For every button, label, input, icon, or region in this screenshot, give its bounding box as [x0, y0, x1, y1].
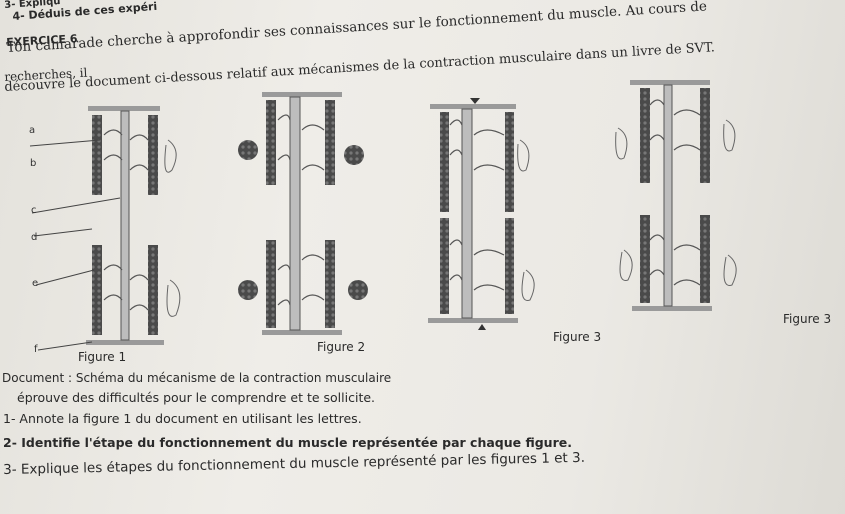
figure-2-drawing — [238, 92, 368, 335]
question-1: 1- Annote la figure 1 du document en uti… — [3, 411, 362, 426]
document-caption: Document : Schéma du mécanisme de la con… — [2, 371, 392, 385]
letter-f: f — [34, 344, 38, 355]
question-2: 2- Identifie l'étape du fonctionnement d… — [3, 435, 572, 450]
letter-d: d — [31, 232, 38, 243]
figure-3b-drawing — [615, 80, 737, 311]
figure-1-label: Figure 1 — [78, 350, 127, 364]
letter-a: a — [29, 125, 36, 136]
letter-e: e — [32, 278, 39, 289]
figure-3a-label: Figure 3 — [553, 330, 602, 344]
letter-b: b — [30, 158, 37, 169]
difficulty-line: éprouve des difficultés pour le comprend… — [17, 390, 376, 405]
letter-c: c — [31, 205, 37, 216]
figure-1-drawing — [29, 106, 181, 351]
figure-3a-drawing — [428, 98, 535, 330]
figure-2-label: Figure 2 — [317, 340, 366, 354]
figure-3b-label: Figure 3 — [783, 312, 832, 326]
